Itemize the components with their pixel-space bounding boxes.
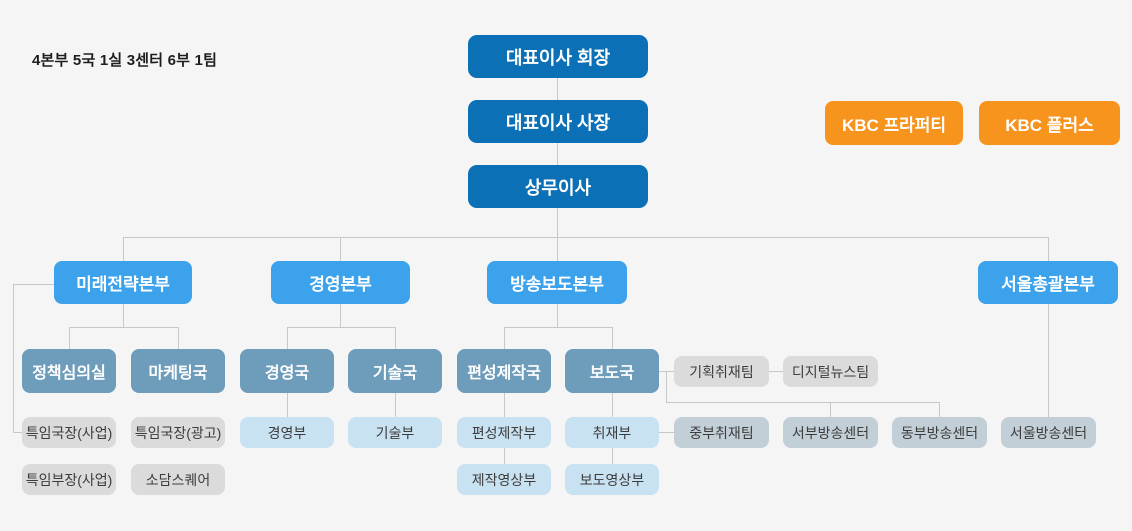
node-marketing-bureau: 마케팅국 — [131, 349, 225, 393]
connector-line — [340, 237, 341, 261]
connector-line — [504, 393, 505, 417]
node-reporting-dept: 취재부 — [565, 417, 659, 448]
connector-line — [178, 327, 179, 349]
node-programming-production-bureau: 편성제작국 — [457, 349, 551, 393]
connector-line — [123, 237, 1048, 238]
kbc-property-button[interactable]: KBC 프라퍼티 — [825, 101, 963, 145]
node-special-director-business: 특임국장(사업) — [22, 417, 116, 448]
connector-line — [1048, 237, 1049, 261]
node-management-hq: 경영본부 — [271, 261, 410, 304]
connector-line — [504, 327, 612, 328]
node-digital-news-team: 디지털뉴스팀 — [783, 356, 878, 387]
connector-line — [123, 237, 124, 261]
node-seoul-broadcast-center: 서울방송센터 — [1001, 417, 1096, 448]
node-seoul-general-hq: 서울총괄본부 — [978, 261, 1118, 304]
connector-line — [557, 78, 558, 100]
connector-line — [340, 304, 341, 327]
connector-line — [123, 304, 124, 327]
connector-line — [557, 143, 558, 165]
node-broadcast-news-hq: 방송보도본부 — [487, 261, 627, 304]
node-central-reporting-team: 중부취재팀 — [674, 417, 769, 448]
connector-line — [557, 304, 558, 327]
node-technology-dept: 기술부 — [348, 417, 442, 448]
connector-line — [69, 327, 70, 349]
node-special-director-advertising: 특임국장(광고) — [131, 417, 225, 448]
connector-line — [287, 327, 288, 349]
connector-line — [69, 327, 178, 328]
connector-line — [666, 402, 939, 403]
node-news-bureau: 보도국 — [565, 349, 659, 393]
kbc-plus-button[interactable]: KBC 플러스 — [979, 101, 1120, 145]
node-managing-director: 상무이사 — [468, 165, 648, 208]
node-western-broadcast-center: 서부방송센터 — [783, 417, 878, 448]
connector-line — [939, 402, 940, 417]
connector-line — [769, 371, 783, 372]
node-management-dept: 경영부 — [240, 417, 334, 448]
node-planning-reporting-team: 기획취재팀 — [674, 356, 769, 387]
node-ceo-chairman: 대표이사 회장 — [468, 35, 648, 78]
node-technology-bureau: 기술국 — [348, 349, 442, 393]
connector-line — [395, 327, 396, 349]
connector-line — [659, 432, 674, 433]
connector-line — [13, 432, 22, 433]
connector-line — [395, 393, 396, 417]
node-special-manager-business: 특임부장(사업) — [22, 464, 116, 495]
org-summary-text: 4본부 5국 1실 3센터 6부 1팀 — [32, 52, 218, 69]
connector-line — [13, 284, 54, 285]
node-sodam-square: 소담스퀘어 — [131, 464, 225, 495]
node-management-bureau: 경영국 — [240, 349, 334, 393]
connector-line — [612, 393, 613, 417]
connector-line — [287, 327, 395, 328]
node-eastern-broadcast-center: 동부방송센터 — [892, 417, 987, 448]
connector-line — [287, 393, 288, 417]
node-future-strategy-hq: 미래전략본부 — [54, 261, 192, 304]
connector-line — [557, 208, 558, 237]
connector-line — [504, 448, 505, 464]
node-news-video-dept: 보도영상부 — [565, 464, 659, 495]
connector-line — [1048, 304, 1049, 417]
connector-line — [612, 448, 613, 464]
node-ceo-president: 대표이사 사장 — [468, 100, 648, 143]
node-programming-production-dept: 편성제작부 — [457, 417, 551, 448]
connector-line — [612, 327, 613, 349]
connector-line — [13, 284, 14, 432]
node-production-video-dept: 제작영상부 — [457, 464, 551, 495]
connector-line — [557, 237, 558, 261]
connector-line — [830, 402, 831, 417]
connector-line — [666, 371, 667, 402]
node-policy-deliberation-office: 정책심의실 — [22, 349, 116, 393]
connector-line — [504, 327, 505, 349]
